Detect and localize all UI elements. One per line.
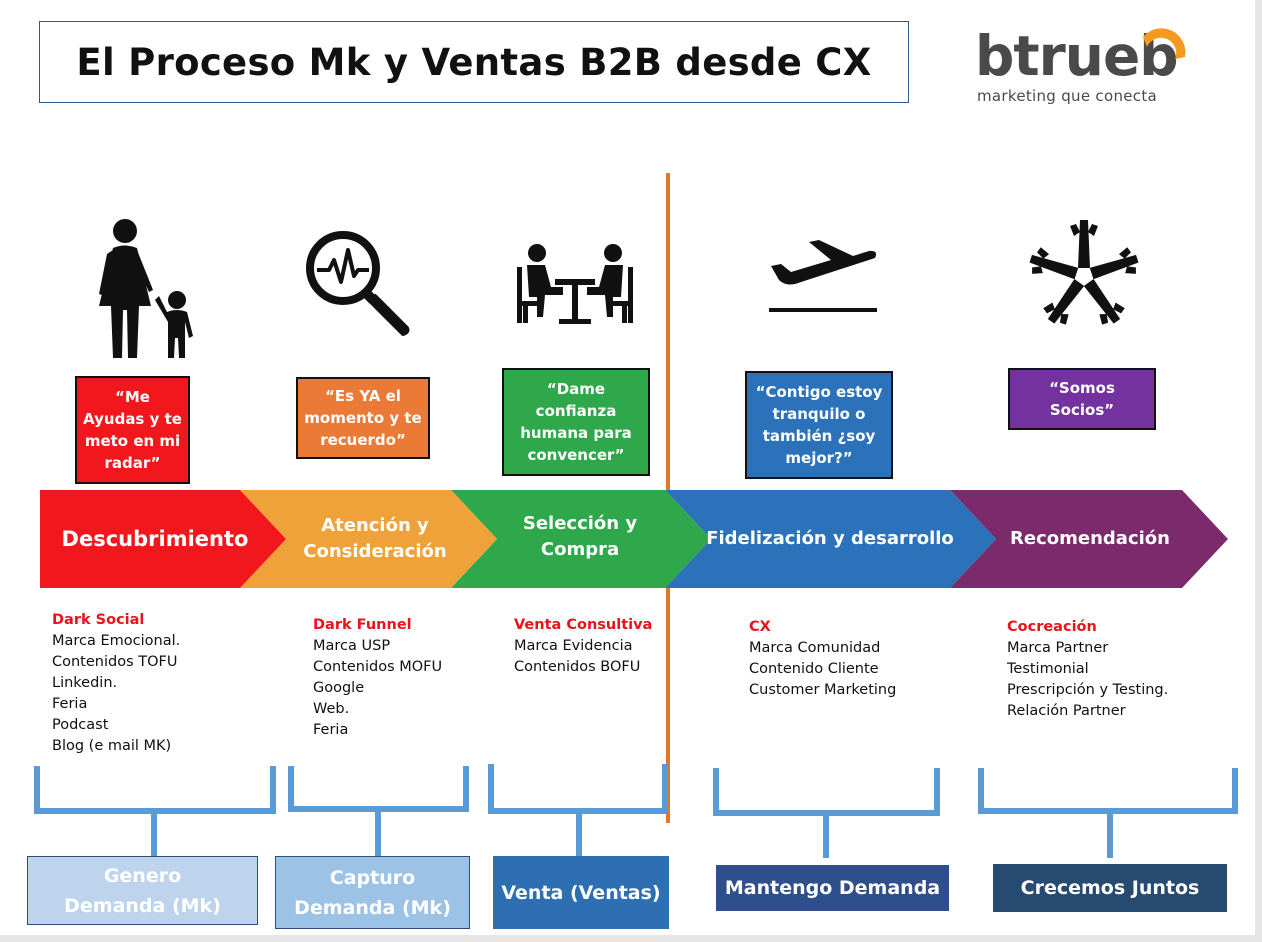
list-recomendacion: Cocreación Marca Partner Testimonial Pre… xyxy=(1007,617,1168,722)
list-item: Marca Comunidad xyxy=(749,640,881,656)
quote-box-fidelizacion: “Contigo estoy tranquilo o también ¿soy … xyxy=(745,371,893,479)
quote-text: “Es YA el momento y te recuerdo” xyxy=(304,387,422,449)
list-item: Feria xyxy=(313,722,349,738)
magnifier-pulse-icon xyxy=(306,231,410,336)
stage-arrows xyxy=(40,490,1228,588)
list-item: Google xyxy=(313,680,365,696)
quote-text: “Somos Socios” xyxy=(1049,379,1115,419)
outcome-genero-demanda: Genero Demanda (Mk) xyxy=(27,856,258,925)
outcome-mantengo-demanda: Mantengo Demanda xyxy=(716,865,949,911)
quote-text: “Contigo estoy tranquilo o también ¿soy … xyxy=(755,383,883,467)
page-frame-bottom xyxy=(0,935,1262,942)
meeting-table-icon xyxy=(517,244,633,324)
list-item: Linkedin. xyxy=(52,675,118,691)
bracket-3 xyxy=(488,764,668,858)
page-title: El Proceso Mk y Ventas B2B desde CX xyxy=(76,40,872,84)
bracket-connectors xyxy=(34,764,1238,858)
quote-box-descubrimiento: “Me Ayudas y te meto en mi radar” xyxy=(75,376,190,484)
stage-arrow-green xyxy=(451,490,711,588)
outcome-label: Venta (Ventas) xyxy=(501,881,661,904)
list-header: CX xyxy=(749,619,771,635)
list-item: Marca Emocional. xyxy=(52,633,181,649)
list-atencion: Dark Funnel Marca USP Contenidos MOFU Go… xyxy=(313,615,442,741)
list-item: Contenidos MOFU xyxy=(313,659,443,675)
list-header: Dark Social xyxy=(52,612,145,628)
list-fidelizacion: CX Marca Comunidad Contenido Cliente Cus… xyxy=(749,617,896,701)
outcome-label: Genero Demanda (Mk) xyxy=(64,864,221,917)
stage-arrow-orange xyxy=(240,490,497,588)
stage-arrow-blue xyxy=(665,490,996,588)
brand-logo: btrueb marketing que conecta xyxy=(975,25,1205,110)
list-item: Marca Evidencia xyxy=(514,638,633,654)
outcome-label: Crecemos Juntos xyxy=(1020,877,1200,899)
hands-circle-icon xyxy=(1029,220,1139,325)
stage-label-fidelizacion: Fidelización y desarrollo xyxy=(706,528,954,549)
list-item: Marca USP xyxy=(313,638,391,654)
airplane-takeoff-icon xyxy=(769,240,877,312)
quote-box-recomendacion: “Somos Socios” xyxy=(1008,368,1156,430)
list-descubrimiento: Dark Social Marca Emocional. Contenidos … xyxy=(52,610,180,757)
list-header: Dark Funnel xyxy=(313,617,412,633)
list-item: Contenidos BOFU xyxy=(514,659,641,675)
title-box: El Proceso Mk y Ventas B2B desde CX xyxy=(39,21,909,103)
stage-label-seleccion: Selección y Compra xyxy=(522,513,638,560)
stage-label-atencion: Atención y Consideración xyxy=(303,515,447,562)
list-item: Testimonial xyxy=(1007,661,1089,677)
outcome-capturo-demanda: Capturo Demanda (Mk) xyxy=(275,856,470,929)
logo-tagline: marketing que conecta xyxy=(977,87,1158,105)
page-frame-right xyxy=(1255,0,1262,942)
stage-arrow-red xyxy=(40,490,286,588)
list-seleccion: Venta Consultiva Marca Evidencia Conteni… xyxy=(514,615,652,678)
list-header: Cocreación xyxy=(1007,619,1097,635)
bracket-4 xyxy=(713,768,940,858)
list-item: Customer Marketing xyxy=(749,682,897,698)
outcome-label: Capturo Demanda (Mk) xyxy=(294,866,451,919)
quote-text: “Me Ayudas y te meto en mi radar” xyxy=(83,388,182,472)
list-item: Prescripción y Testing. xyxy=(1007,682,1169,698)
stage-label-descubrimiento: Descubrimiento xyxy=(61,527,249,551)
outcome-label: Mantengo Demanda xyxy=(724,877,941,899)
mother-child-icon xyxy=(99,219,193,358)
bracket-5 xyxy=(978,768,1238,858)
list-header: Venta Consultiva xyxy=(514,617,653,633)
list-item: Blog (e mail MK) xyxy=(52,738,172,754)
list-item: Marca Partner xyxy=(1007,640,1109,656)
outcome-venta: Venta (Ventas) xyxy=(493,856,669,929)
quote-box-seleccion: “Dame confianza humana para convencer” xyxy=(502,368,650,476)
outcome-crecemos-juntos: Crecemos Juntos xyxy=(993,864,1227,912)
stage-label-recomendacion: Recomendación xyxy=(1010,528,1170,549)
stage-arrow-purple xyxy=(950,490,1228,588)
list-item: Relación Partner xyxy=(1007,703,1126,719)
quote-box-atencion: “Es YA el momento y te recuerdo” xyxy=(296,377,430,459)
bracket-1 xyxy=(34,766,276,856)
logo-arc-icon xyxy=(1143,28,1186,59)
list-item: Contenidos TOFU xyxy=(52,654,178,670)
list-item: Feria xyxy=(52,696,88,712)
list-item: Web. xyxy=(313,701,350,717)
bracket-2 xyxy=(288,766,469,856)
list-item: Contenido Cliente xyxy=(749,661,879,677)
quote-text: “Dame confianza humana para convencer” xyxy=(520,380,632,464)
list-item: Podcast xyxy=(52,717,109,733)
